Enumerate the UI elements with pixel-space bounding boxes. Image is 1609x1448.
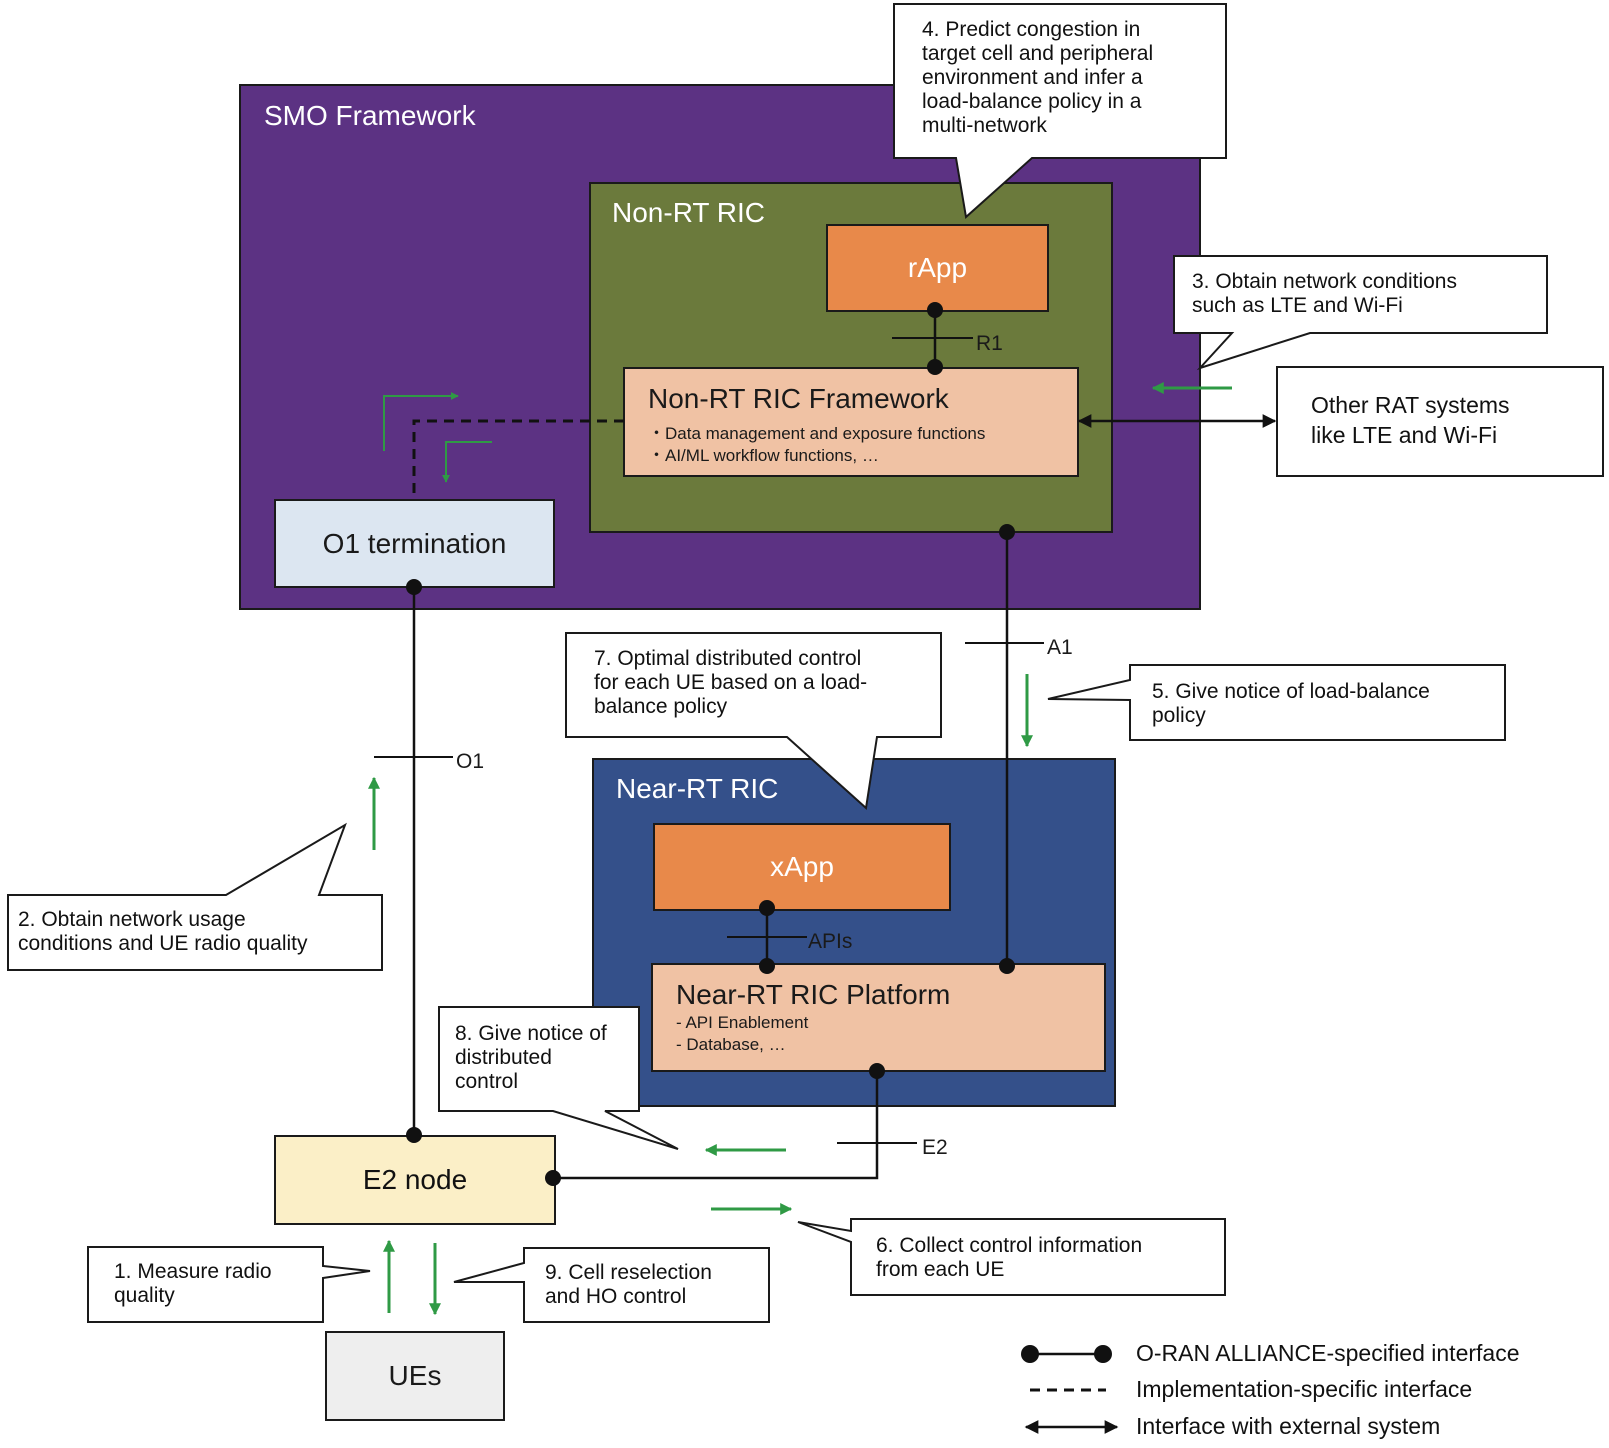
non-rt-ric-framework-title: Non-RT RIC Framework	[648, 383, 949, 414]
r1-label: R1	[976, 332, 1003, 355]
smo-framework-title: SMO Framework	[264, 100, 476, 131]
near-rt-ric-platform-title: Near-RT RIC Platform	[676, 979, 951, 1010]
callout-7-line-2: for each UE based on a load-	[594, 671, 868, 694]
legend-oran-dot-left	[1021, 1345, 1039, 1363]
e2-node-box	[274, 1135, 556, 1225]
o1-termination-label: O1 termination	[322, 527, 507, 559]
callout-7-line-3: balance policy	[594, 695, 728, 718]
callout-3-text: 3. Obtain network conditions such as LTE…	[1192, 270, 1457, 318]
callout-1-text: 1. Measure radio quality	[114, 1260, 272, 1308]
e2-node-e2-endpoint	[545, 1170, 561, 1186]
xapp-apis-endpoint	[759, 900, 775, 916]
callout-1-line-1: 1. Measure radio	[114, 1260, 272, 1283]
callout-4-text: 4. Predict congestion in target cell and…	[922, 18, 1153, 138]
callout-4-line-5: multi-network	[922, 114, 1047, 137]
callout-8-line-1: 8. Give notice of	[455, 1022, 607, 1045]
apis-label: APIs	[808, 930, 853, 953]
o1-termination-endpoint	[406, 579, 422, 595]
e2-label: E2	[922, 1136, 948, 1159]
xapp-box	[653, 823, 951, 911]
callout-2-bubble	[7, 822, 383, 971]
callout-9-line-1: 9. Cell reselection	[545, 1261, 712, 1284]
callout-6-text: 6. Collect control information from each…	[876, 1234, 1142, 1282]
near-rt-ric-title: Near-RT RIC	[616, 773, 779, 804]
platform-a1-endpoint	[999, 958, 1015, 974]
e2-node-o1-endpoint	[406, 1127, 422, 1143]
callout-5-line-2: policy	[1152, 704, 1206, 727]
flow-arrow-o1-down	[442, 441, 492, 483]
callout-7-line-1: 7. Optimal distributed control	[594, 647, 862, 670]
callout-4-bubble	[893, 3, 1227, 219]
other-rat-label: Other RAT systems like LTE and Wi-Fi	[1311, 390, 1510, 450]
o1-label: O1	[456, 750, 485, 773]
callout-4-line-2: target cell and peripheral	[922, 42, 1154, 65]
callout-1-bubble	[87, 1246, 371, 1323]
callout-5-text: 5. Give notice of load-balance policy	[1152, 680, 1430, 728]
rapp-box	[826, 224, 1049, 312]
callout-5-bubble	[1047, 664, 1506, 741]
other-rat-line-2: like LTE and Wi-Fi	[1311, 422, 1498, 448]
callout-8-bubble	[438, 1006, 679, 1150]
rapp-r1-endpoint	[927, 302, 943, 318]
non-rt-ric-a1-endpoint	[999, 524, 1015, 540]
callout-8-line-2: distributed	[455, 1046, 552, 1069]
callout-8-line-3: control	[455, 1070, 519, 1093]
callout-1-line-2: quality	[114, 1284, 175, 1307]
flow-arrow-o1-up	[383, 392, 459, 451]
callout-9-line-2: and HO control	[545, 1285, 687, 1308]
near-rt-ric-platform-box	[651, 963, 1106, 1072]
legend-oran-label: O-RAN ALLIANCE-specified interface	[1136, 1340, 1520, 1366]
callout-4-line-1: 4. Predict congestion in	[922, 18, 1141, 41]
callout-4-line-4: load-balance policy in a	[922, 90, 1142, 113]
legend-implementation-label: Implementation-specific interface	[1136, 1376, 1473, 1402]
framework-r1-endpoint	[927, 359, 943, 375]
callout-2-line-2: conditions and UE radio quality	[18, 932, 308, 955]
callout-4-line-3: environment and infer a	[922, 66, 1143, 89]
framework-item-data-management: ・Data management and exposure functions	[648, 424, 986, 443]
callout-3-line-2: such as LTE and Wi-Fi	[1192, 294, 1403, 317]
non-rt-ric-title: Non-RT RIC	[612, 197, 766, 228]
rapp-label: rApp	[907, 252, 968, 283]
callout-5-line-1: 5. Give notice of load-balance	[1152, 680, 1430, 703]
platform-item-database: - Database, …	[676, 1035, 786, 1054]
platform-apis-endpoint	[759, 958, 775, 974]
callout-2-line-1: 2. Obtain network usage	[18, 908, 246, 931]
e2-interface-line	[554, 1071, 879, 1180]
callout-6-bubble	[797, 1218, 1226, 1296]
non-rt-ric-framework-box	[623, 367, 1079, 477]
callout-6-line-2: from each UE	[876, 1258, 1005, 1281]
implementation-specific-link	[412, 419, 624, 500]
callout-6-line-1: 6. Collect control information	[876, 1234, 1143, 1257]
framework-item-aiml-workflow: ・AI/ML workflow functions, …	[648, 446, 879, 465]
legend-oran-dot-right	[1094, 1345, 1112, 1363]
callout-7-text: 7. Optimal distributed control for each …	[594, 647, 867, 719]
callout-7-bubble	[565, 632, 942, 810]
platform-item-api-enablement: - API Enablement	[676, 1013, 809, 1032]
platform-e2-endpoint	[869, 1063, 885, 1079]
callout-9-text: 9. Cell reselection and HO control	[545, 1261, 712, 1309]
e2-node-label: E2 node	[362, 1164, 468, 1195]
ues-box	[325, 1331, 505, 1421]
callout-8-text: 8. Give notice of distributed control	[455, 1022, 607, 1094]
callout-2-text: 2. Obtain network usage conditions and U…	[18, 908, 308, 956]
a1-label: A1	[1047, 636, 1073, 659]
callout-3-line-1: 3. Obtain network conditions	[1192, 270, 1457, 293]
ues-label: UEs	[388, 1360, 442, 1391]
other-rat-box	[1276, 366, 1604, 477]
callout-3-bubble	[1173, 255, 1548, 371]
other-rat-line-1: Other RAT systems	[1311, 392, 1510, 418]
xapp-label: xApp	[770, 851, 834, 882]
callout-9-bubble	[453, 1247, 770, 1323]
legend-external-label: Interface with external system	[1136, 1413, 1441, 1439]
